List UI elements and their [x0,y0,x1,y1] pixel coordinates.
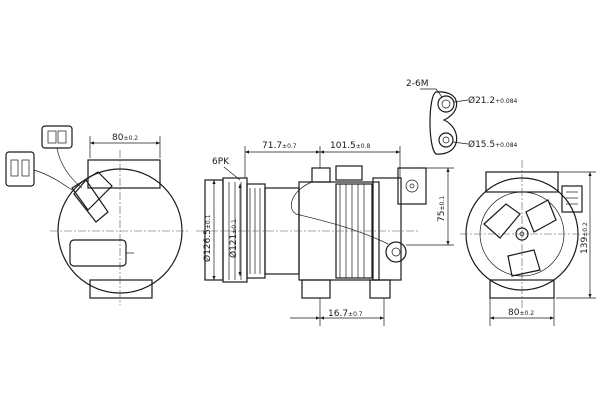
svg-text:Ø126.5±0.1: Ø126.5±0.1 [202,214,213,262]
wire-harness [291,181,407,263]
dimension-left-width: 80±0.2 [89,133,161,158]
dimension-right-height: 139±0.2 [556,171,596,299]
center-view: 71.7±0.7 101.5±0.8 6PK Ø126.5±0.1 Ø121±0… [196,141,454,326]
pulley-inner-value: Ø121 [228,234,239,258]
connector-plug-top-icon [41,125,73,149]
right-width-tol: ±0.2 [519,310,534,317]
shaft-offset-tol: ±0.7 [282,143,297,150]
right-height-value: 139 [580,237,590,254]
dimension-right-width: 80±0.2 [489,298,555,326]
svg-text:Ø21.2+0.084: Ø21.2+0.084 [468,95,518,106]
left-width-tol: ±0.2 [123,135,138,142]
port-small-tol: +0.084 [495,142,517,149]
svg-text:80±0.2: 80±0.2 [508,308,534,318]
compressor-body-left-view [50,150,190,305]
body-length-value: 101.5 [330,141,356,151]
compressor-body-side [196,165,427,299]
svg-text:16.7±0.7: 16.7±0.7 [328,309,363,319]
right-height-tol: ±0.2 [582,222,589,237]
pulley-outer-tol: ±0.1 [205,214,212,229]
dimension-shaft-offset: 71.7±0.7 [244,141,321,178]
pulley-outer-value: Ø126.5 [202,229,213,262]
left-width-value: 80 [112,133,124,143]
belt-type-label: 6PK [212,157,230,167]
compressor-front-face [460,160,590,310]
thread-count-label: 2-6M [406,79,428,89]
right-width-value: 80 [508,308,520,318]
port-large-value: Ø21.2 [468,95,495,106]
svg-text:101.5±0.8: 101.5±0.8 [330,141,371,151]
shaft-offset-value: 71.7 [262,141,282,151]
port-large-circle [437,95,455,113]
dimension-mount-height: 75±0.1 [406,167,454,246]
lower-offset-tol: ±0.7 [348,311,363,318]
svg-text:139±0.2: 139±0.2 [580,222,590,254]
dimension-body-length: 101.5±0.8 [320,141,401,178]
dimension-pulley-inner: Ø121±0.1 [228,184,242,276]
port-detail: 2-6M Ø21.2+0.084 Ø15.5+0.084 [406,79,518,155]
port-large-tol: +0.084 [495,98,517,105]
belt-label: 6PK [212,157,241,181]
connector-plug-side-icon [5,151,35,187]
lower-offset-value: 16.7 [328,309,348,319]
svg-text:71.7±0.7: 71.7±0.7 [262,141,297,151]
svg-text:Ø121±0.1: Ø121±0.1 [228,219,239,258]
mount-height-value: 75 [437,211,447,222]
right-view: 139±0.2 80±0.2 [460,160,596,326]
port-small-value: Ø15.5 [468,139,495,150]
body-length-tol: ±0.8 [356,143,371,150]
dimension-pulley-outer: Ø126.5±0.1 [202,180,216,280]
left-view: 80±0.2 [5,125,190,305]
mount-height-tol: ±0.1 [439,196,446,211]
pulley-inner-tol: ±0.1 [231,219,238,234]
dimension-lower-offset: 16.7±0.7 [290,298,385,326]
svg-text:Ø15.5+0.084: Ø15.5+0.084 [468,139,518,150]
svg-text:75±0.1: 75±0.1 [437,196,447,222]
port-small-circle [438,132,454,148]
svg-text:80±0.2: 80±0.2 [112,133,138,143]
